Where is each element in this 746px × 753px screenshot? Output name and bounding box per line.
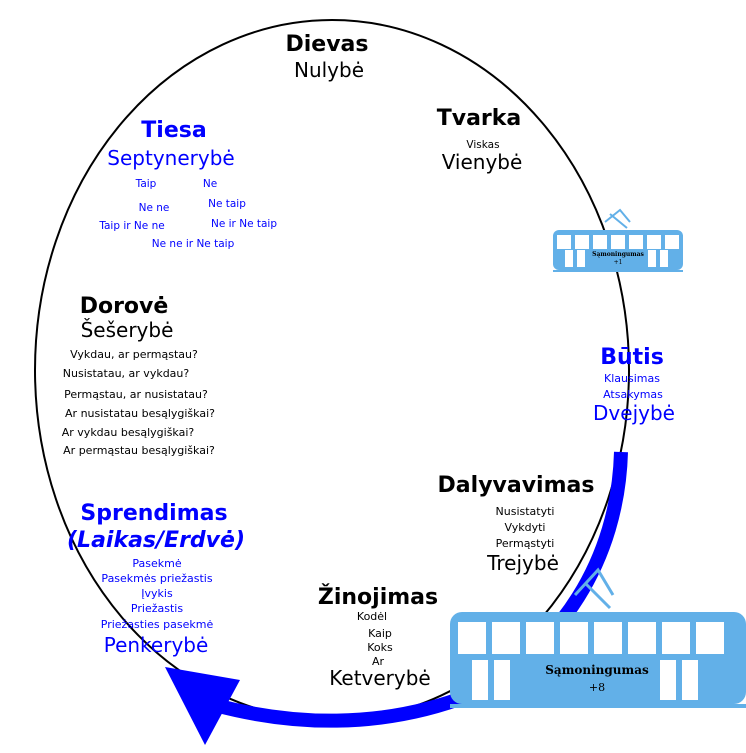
sprendimas-item: Pasekmė xyxy=(132,557,182,570)
zinojimas-sub: Ketverybė xyxy=(329,666,431,690)
sprendimas-sub: Penkerybė xyxy=(103,633,209,657)
dalyvavimas-item: Permąstyti xyxy=(495,537,555,550)
dorove-item: Ar permąstau besąlygiškai? xyxy=(63,444,215,457)
dalyvavimas-sub: Trejybė xyxy=(487,551,559,575)
tvarka-sub: Vienybė xyxy=(441,150,523,174)
dalyvavimas-item: Vykdyti xyxy=(504,521,546,534)
tiesa-item: Taip xyxy=(135,178,157,190)
big-tram-icon xyxy=(450,567,746,708)
butis-title: Būtis xyxy=(600,345,664,370)
dalyvavimas-title: Dalyvavimas xyxy=(437,473,595,498)
zinojimas-item: Koks xyxy=(367,641,393,654)
butis-item: Klausimas xyxy=(604,372,660,385)
dorove-item: Vykdau, ar permąstau? xyxy=(70,348,198,361)
butis-item: Atsakymas xyxy=(603,388,663,401)
dorove-item: Ar vykdau besąlygiškai? xyxy=(61,426,195,439)
zinojimas-item: Kodėl xyxy=(356,610,388,623)
tiesa-item: Ne ne xyxy=(138,202,170,214)
dorove-sub: Šešerybė xyxy=(80,318,174,342)
sprendimas-title2: (Laikas/Erdvė) xyxy=(66,528,246,553)
arrow-head xyxy=(165,667,240,745)
tiesa-item: Ne taip xyxy=(208,198,246,210)
sprendimas-item: Priežastis xyxy=(130,602,184,615)
small-tram-label: Sąmoningumas xyxy=(592,251,644,258)
sprendimas-item: Priežasties pasekmė xyxy=(100,618,214,631)
dorove-item: Permąstau, ar nusistatau? xyxy=(64,388,208,401)
dievas-title: Dievas xyxy=(285,32,369,57)
zinojimas-title: Žinojimas xyxy=(317,585,439,610)
tvarka-small: Viskas xyxy=(466,139,500,151)
dalyvavimas-item: Nusistatyti xyxy=(495,505,555,518)
zinojimas-item: Kaip xyxy=(368,627,392,640)
dievas-sub: Nulybė xyxy=(293,58,365,82)
tiesa-item: Ne ne ir Ne taip xyxy=(151,238,235,250)
big-tram-value: +8 xyxy=(588,681,606,694)
zinojimas-item: Ar xyxy=(371,655,385,668)
butis-sub: Dvejybė xyxy=(593,401,675,425)
dorove-title: Dorovė xyxy=(79,294,169,319)
sprendimas-title: Sprendimas xyxy=(80,501,228,526)
tiesa-title: Tiesa xyxy=(141,118,207,143)
dorove-item: Ar nusistatau besąlygiškai? xyxy=(65,407,215,420)
dorove-item: Nusistatau, ar vykdau? xyxy=(62,367,190,380)
big-tram-label: Sąmoningumas xyxy=(545,663,649,677)
tiesa-item: Ne ir Ne taip xyxy=(210,218,278,230)
tiesa-item: Taip ir Ne ne xyxy=(99,220,165,232)
small-tram-icon xyxy=(553,208,683,272)
tvarka-title: Tvarka xyxy=(436,106,522,131)
sprendimas-item: Pasekmės priežastis xyxy=(101,572,213,585)
sprendimas-item: Įvykis xyxy=(141,587,173,600)
tiesa-sub: Septynerybė xyxy=(107,146,235,170)
small-tram-value: +1 xyxy=(613,259,623,266)
tiesa-item: Ne xyxy=(202,178,218,190)
